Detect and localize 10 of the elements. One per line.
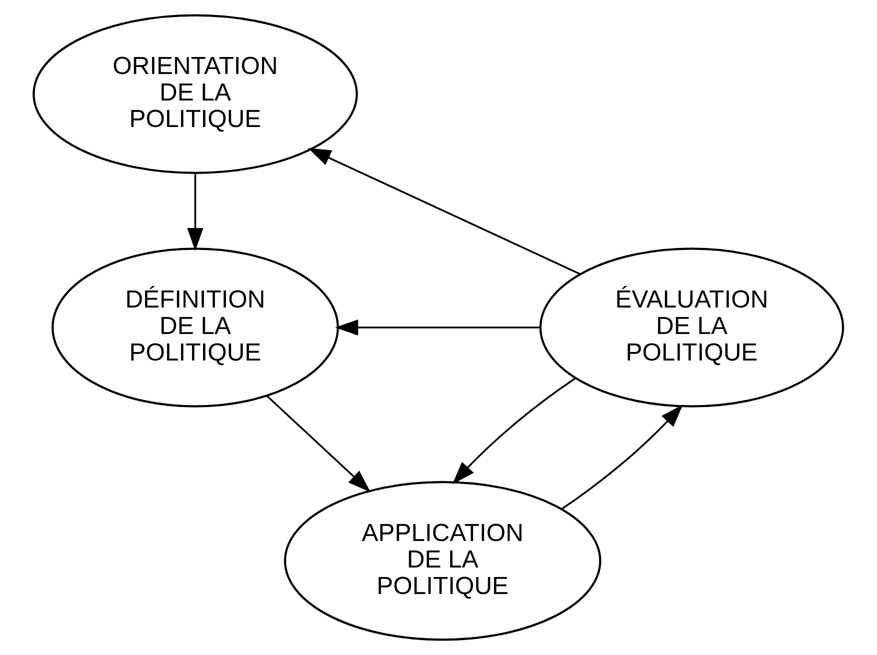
node-ellipse: ORIENTATION DE LA POLITIQUE <box>32 14 358 174</box>
arrow <box>452 378 576 484</box>
arrow <box>308 148 580 275</box>
arrow <box>335 319 540 336</box>
node-ellipse: APPLICATION DE LA POLITIQUE <box>284 481 602 641</box>
arrow <box>560 404 683 510</box>
node-ellipse: ÉVALUATION DE LA POLITIQUE <box>539 248 844 408</box>
arrow <box>266 395 371 492</box>
arrow <box>187 173 204 252</box>
node-ellipse: DÉFINITION DE LA POLITIQUE <box>52 248 339 408</box>
